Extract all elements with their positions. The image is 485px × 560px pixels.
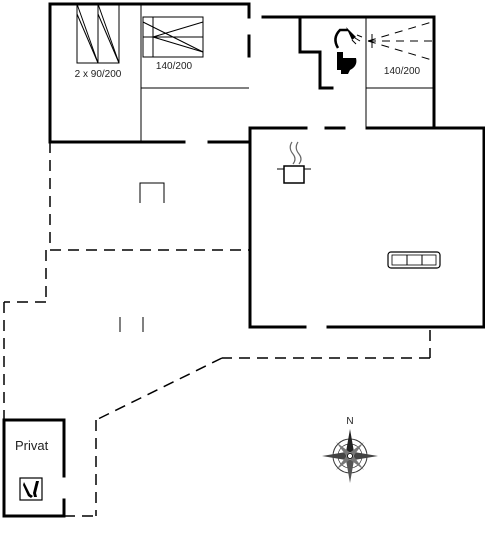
right-bed-icon (367, 21, 433, 61)
bed-twin-label: 2 x 90/200 (75, 69, 122, 80)
interior-walls (140, 2, 434, 142)
wine-bottles-icon (19, 477, 43, 501)
double-bed-icon (142, 16, 204, 58)
wall-top-wing (48, 2, 485, 144)
compass-north-label: N (346, 416, 353, 427)
terrace-outline (3, 142, 431, 517)
private-label: Privat (15, 438, 49, 453)
compass-rose-icon (322, 429, 378, 483)
sofa-icon (387, 251, 441, 269)
entrance-marks (119, 182, 165, 332)
bed-icon (76, 3, 120, 64)
bed-right-label: 140/200 (384, 66, 421, 77)
wall-living-room (248, 126, 485, 329)
shower-icon (334, 27, 363, 49)
toilet-icon (337, 52, 357, 74)
cooking-pot-icon (277, 141, 311, 184)
private-annex (2, 418, 66, 518)
bed-double-label: 140/200 (156, 61, 193, 72)
